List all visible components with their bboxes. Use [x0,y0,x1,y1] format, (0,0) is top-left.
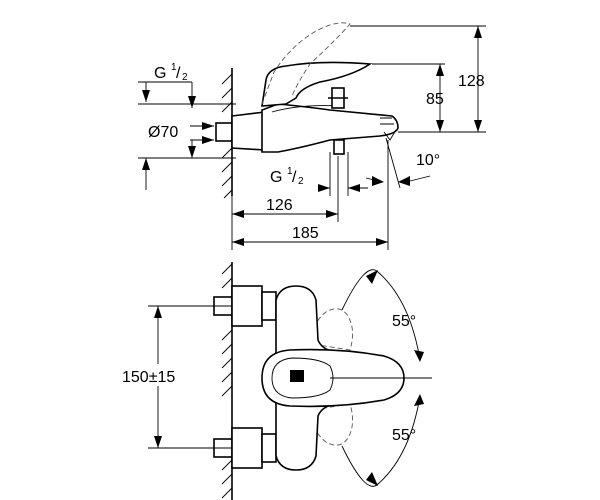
dim-angle-spout: 10° [416,152,440,169]
svg-text:1: 1 [287,166,293,177]
angle-arc-upper [341,269,421,361]
mixer-body-side [231,103,399,153]
svg-text:G: G [270,169,282,186]
lever-raised-outline [261,22,351,105]
pipe-connector-side [215,122,233,142]
label-thread-upper: G 1 / 2 [154,62,188,83]
outlet-stub [333,139,345,155]
svg-text:/: / [176,65,181,82]
dim-width-total: 185 [292,225,319,242]
dim-diameter: Ø70 [148,124,178,141]
lever-side [261,61,373,107]
dim-height-total: 128 [458,73,485,90]
dim-height-spout: 85 [426,91,444,108]
dim-spacing: 150±15 [122,369,175,386]
svg-text:2: 2 [182,72,188,83]
svg-text:1: 1 [171,62,177,73]
angle-arc-lower [341,395,421,487]
svg-text:G: G [154,65,166,82]
dim-angle-upper: 55° [392,313,416,330]
spout-tip [383,129,397,141]
label-thread-lower: G 1 / 2 [270,166,304,187]
svg-text:2: 2 [298,176,304,187]
side-view: 128 85 10° G 1 / 2 Ø70 [138,22,486,250]
svg-text:/: / [292,169,297,186]
logo-mark [290,370,304,382]
front-view: 55° 55° 150±15 [118,262,432,500]
dim-angle-lower: 55° [392,427,416,444]
dim-width-inner: 126 [266,197,293,214]
